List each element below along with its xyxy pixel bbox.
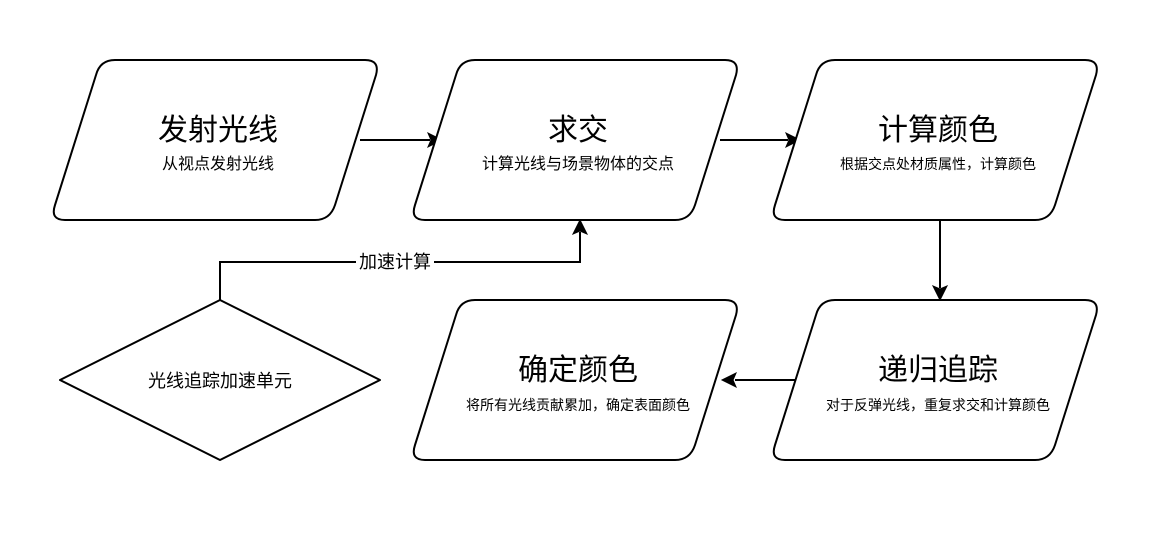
node-emit-rays-subtitle: 从视点发射光线 (162, 154, 274, 173)
node-recursive-trace-subtitle: 对于反弹光线，重复求交和计算颜色 (826, 397, 1050, 414)
node-compute-color-title: 计算颜色 (878, 113, 998, 148)
node-compute-color[interactable]: 计算颜色 根据交点处材质属性，计算颜色 (772, 59, 1098, 221)
node-intersect-title: 求交 (548, 113, 608, 148)
node-compute-color-subtitle: 根据交点处材质属性，计算颜色 (840, 156, 1036, 173)
edge-color-to-recurse (931, 220, 949, 302)
node-accel-unit[interactable]: 光线追踪加速单元 (59, 299, 381, 461)
edge-accel-to-intersect: 加速计算 (219, 218, 589, 300)
edge-intersect-to-color (720, 131, 802, 149)
node-emit-rays[interactable]: 发射光线 从视点发射光线 (52, 59, 378, 221)
edge-emit-to-intersect (360, 131, 444, 149)
node-intersect-subtitle: 计算光线与场景物体的交点 (482, 154, 674, 173)
node-emit-rays-title: 发射光线 (158, 113, 278, 148)
edge-recurse-to-final (720, 371, 800, 389)
node-final-color-title: 确定颜色 (518, 353, 638, 388)
node-final-color[interactable]: 确定颜色 将所有光线贡献累加，确定表面颜色 (412, 299, 738, 461)
node-accel-unit-label: 光线追踪加速单元 (148, 371, 292, 392)
node-recursive-trace[interactable]: 递归追踪 对于反弹光线，重复求交和计算颜色 (772, 299, 1098, 461)
node-intersect[interactable]: 求交 计算光线与场景物体的交点 (412, 59, 738, 221)
node-recursive-trace-title: 递归追踪 (878, 353, 998, 388)
edge-label-accelerate: 加速计算 (359, 252, 431, 273)
node-final-color-subtitle: 将所有光线贡献累加，确定表面颜色 (466, 397, 690, 414)
